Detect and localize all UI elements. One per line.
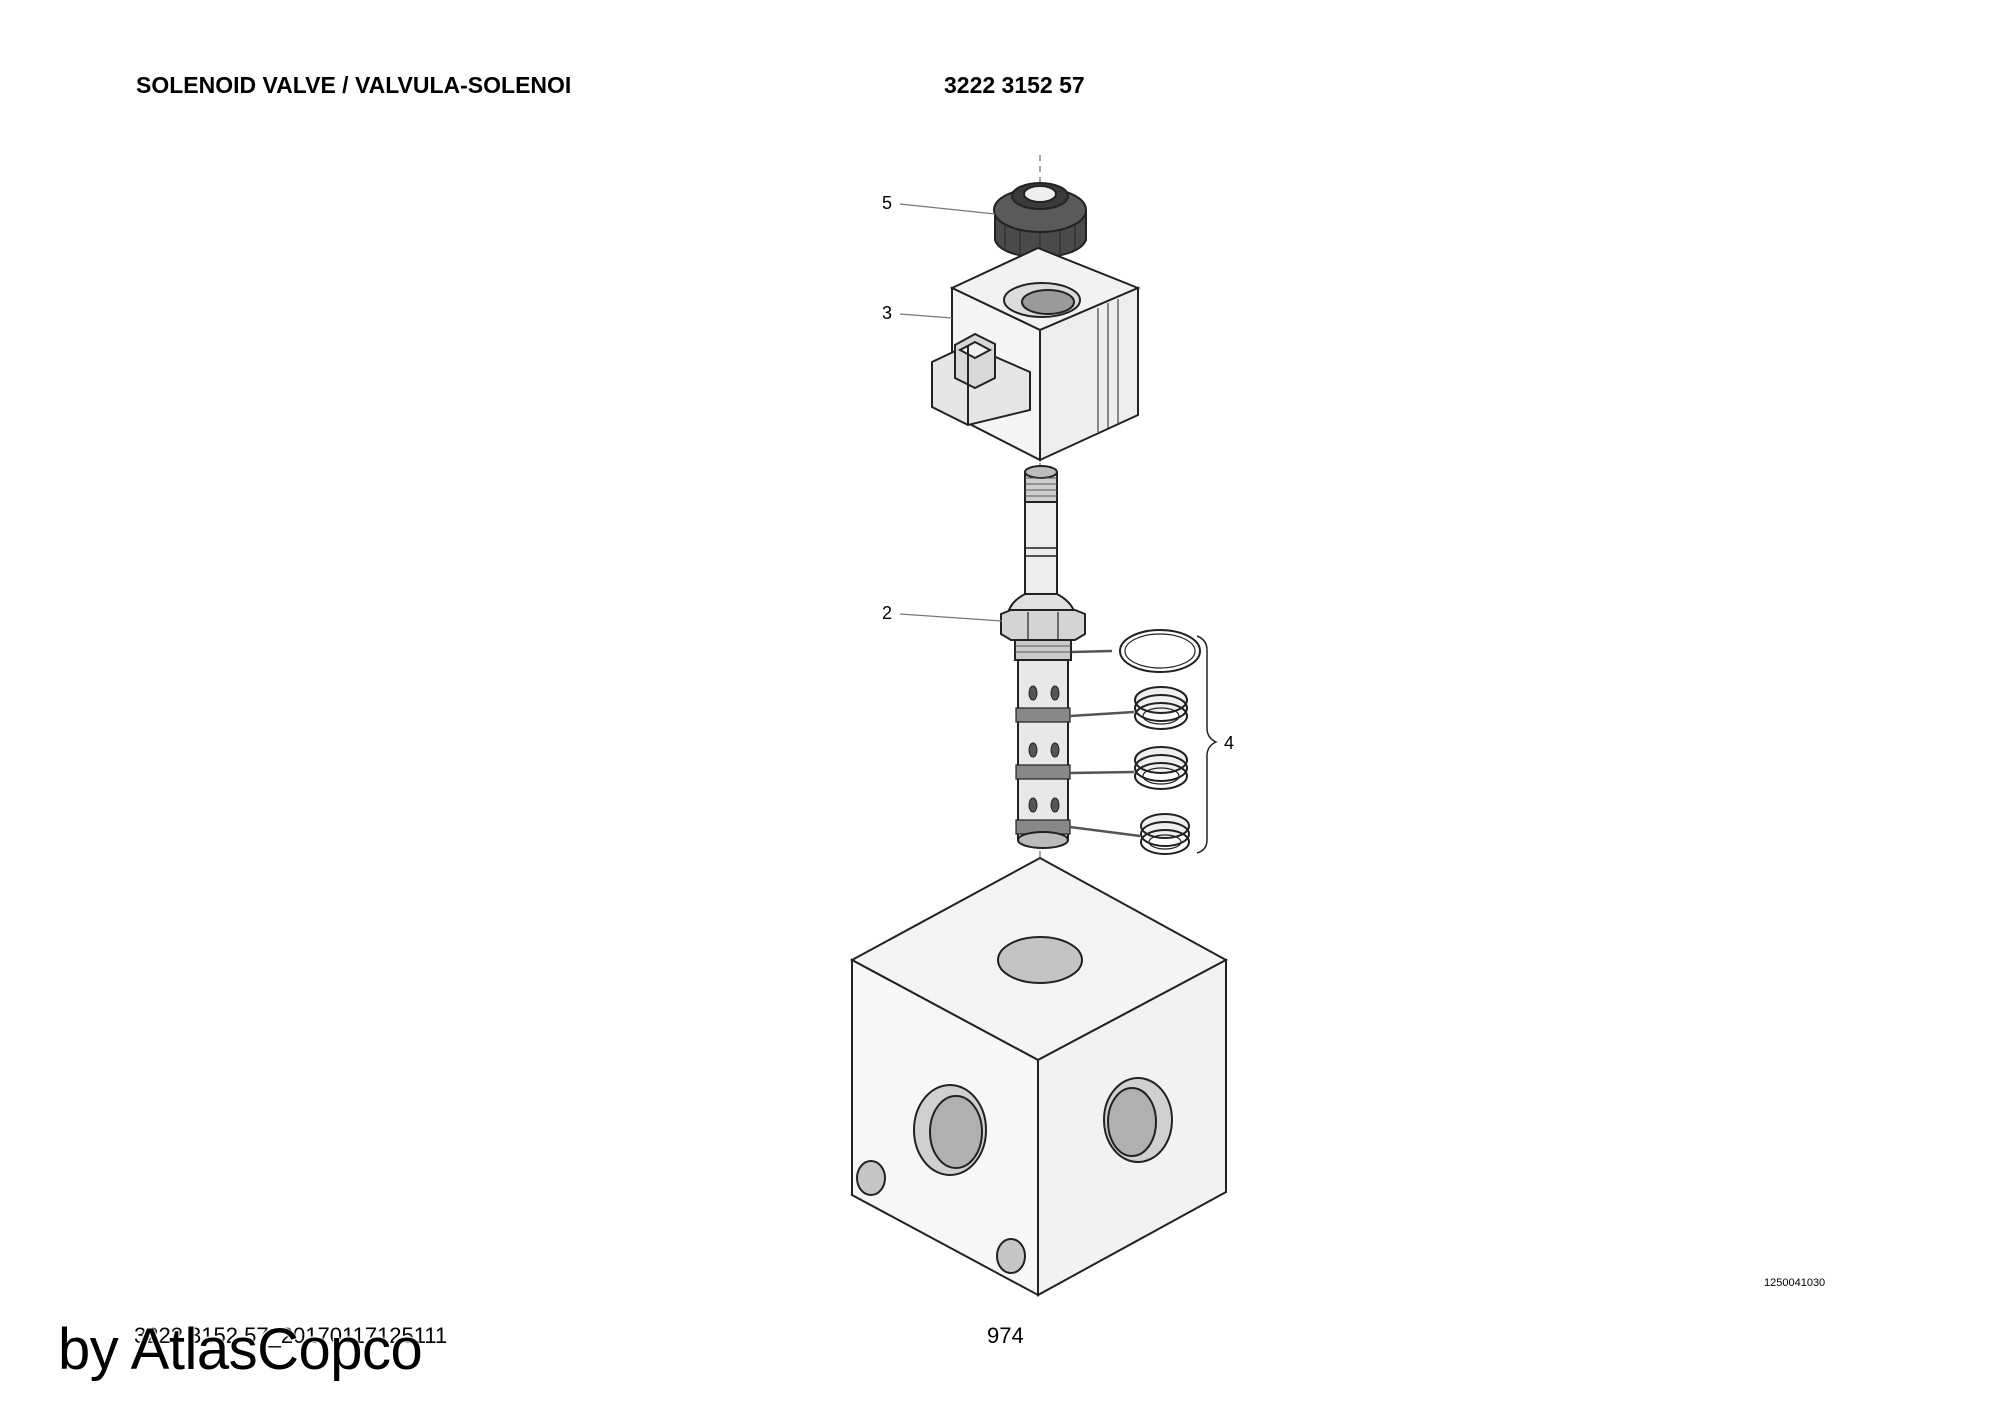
callout-item-5: 5 — [882, 193, 893, 213]
solenoid-coil-part — [931, 246, 1141, 462]
part-number: 3222 3152 57 — [944, 72, 1085, 98]
knurled-nut-part — [993, 182, 1087, 260]
seal-kit-part — [1069, 629, 1218, 855]
drawing-code: 1250041030 — [1764, 1277, 1826, 1289]
watermark: by AtlasCopco — [58, 1317, 423, 1382]
valve-cartridge-part — [1000, 465, 1086, 849]
document-id: 3222 3152 57_20170117125111 — [134, 1323, 448, 1348]
page-title: SOLENOID VALVE / VALVULA-SOLENOI — [136, 72, 572, 98]
callout-item-2: 2 — [882, 603, 893, 623]
callout-item-4: 4 — [1224, 733, 1235, 753]
page-number: 974 — [987, 1323, 1024, 1348]
callout-leaders — [899, 203, 1003, 622]
callout-item-3: 3 — [882, 303, 893, 323]
manifold-block — [849, 856, 1229, 1297]
